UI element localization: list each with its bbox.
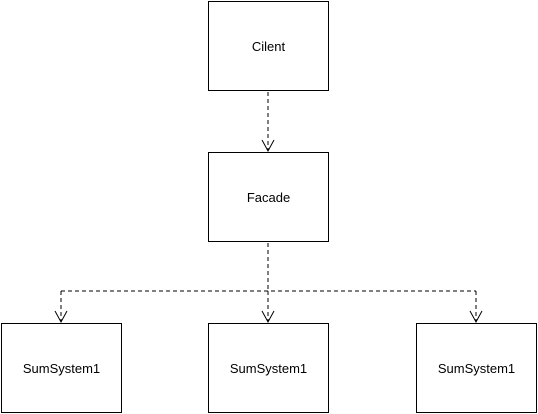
arrowhead-icon: [469, 310, 483, 324]
subsystem-node-left: SumSystem1: [1, 323, 122, 413]
edge-facade-sub2: [261, 291, 275, 324]
client-node: Cilent: [208, 1, 329, 91]
edge-facade-sub3: [469, 291, 483, 324]
facade-node: Facade: [208, 152, 329, 242]
subsystem-label: SumSystem1: [437, 360, 516, 376]
client-label: Cilent: [251, 38, 286, 54]
arrowhead-icon: [54, 310, 68, 324]
facade-label: Facade: [246, 189, 291, 205]
edge-facade-trunk: [61, 243, 476, 292]
arrowhead-icon: [261, 139, 275, 153]
subsystem-label: SumSystem1: [22, 360, 101, 376]
subsystem-node-center: SumSystem1: [208, 323, 329, 413]
edge-client-facade: [261, 92, 275, 153]
edge-facade-sub1: [54, 291, 68, 324]
subsystem-node-right: SumSystem1: [416, 323, 537, 413]
subsystem-label: SumSystem1: [229, 360, 308, 376]
arrowhead-icon: [261, 310, 275, 324]
